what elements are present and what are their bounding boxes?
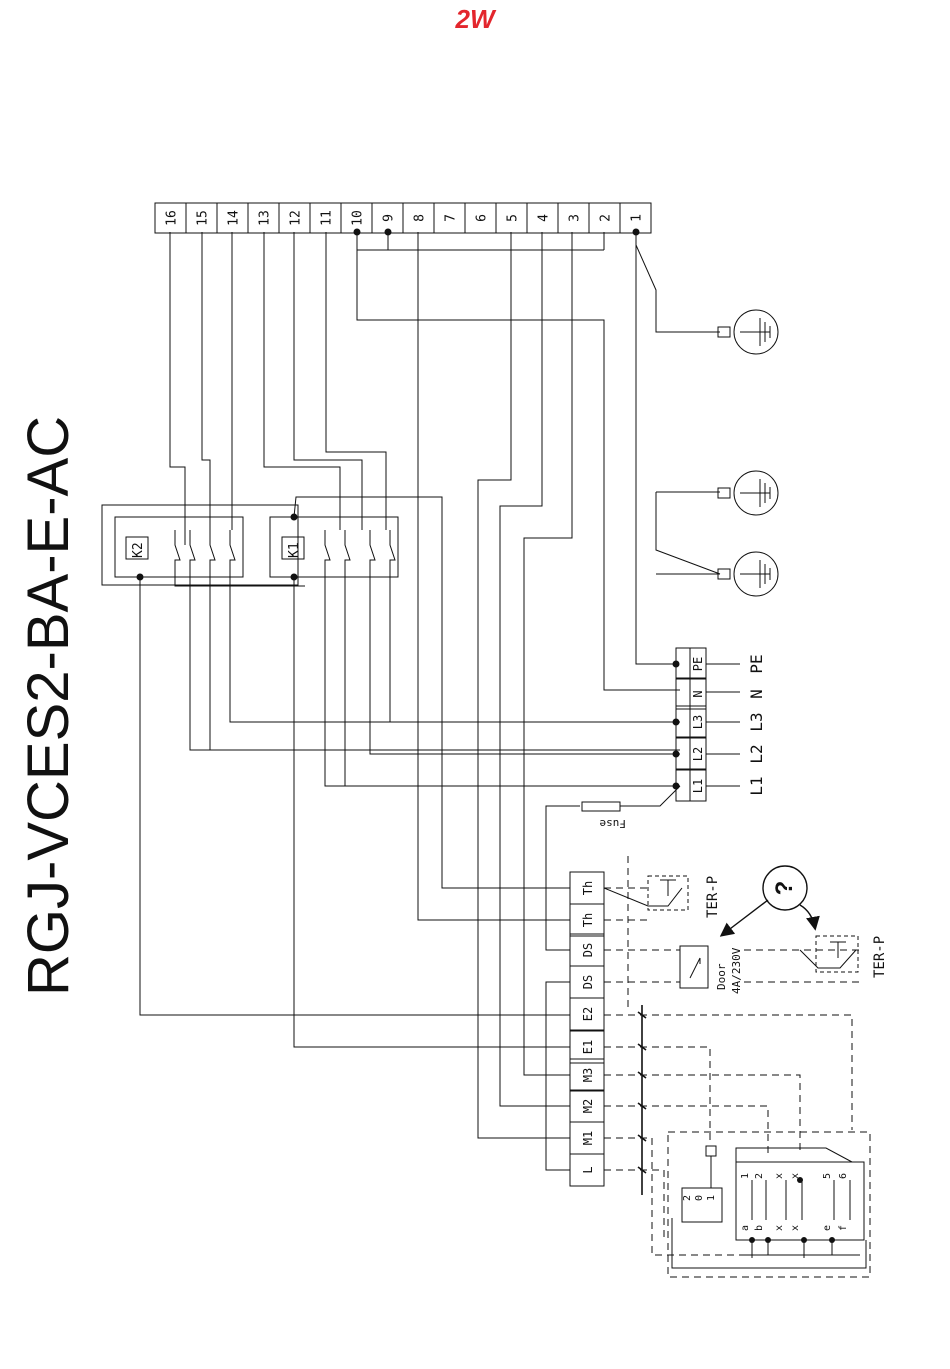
- relay-k1: K1: [282, 537, 304, 559]
- relay-k2-label: K2: [131, 542, 146, 558]
- terminal-number: 6: [475, 214, 490, 222]
- switch-bottom-label: x: [790, 1225, 801, 1231]
- terminal-number: 15: [196, 210, 211, 226]
- power-outer-label: PE: [747, 654, 766, 673]
- switch-selector-label: 1: [706, 1195, 717, 1201]
- ter-p-label-1: TER-P: [705, 876, 721, 918]
- thermal-protector-1: [604, 876, 688, 910]
- rotary-switch-dots: [749, 1177, 835, 1243]
- terminal-number: 8: [413, 214, 428, 222]
- thermal-protector-2: [800, 936, 858, 972]
- terminal-number: 2: [599, 214, 614, 222]
- switch-top-label: x: [790, 1173, 801, 1179]
- switch-top-label: 6: [838, 1173, 849, 1179]
- terminal-number: 4: [537, 214, 552, 222]
- power-outer-label: L1: [747, 776, 766, 795]
- question-callout: [722, 866, 815, 935]
- terminal-number: 13: [258, 210, 273, 226]
- switch-top-label: x: [774, 1173, 785, 1179]
- switch-bottom-label: f: [838, 1225, 849, 1231]
- switch-selector-label: 0: [694, 1195, 705, 1201]
- terminal-number: 16: [165, 210, 180, 226]
- earth-ground-1: [718, 310, 778, 354]
- terminal-number: 9: [382, 214, 397, 222]
- control-terminal-label: E2: [581, 1007, 595, 1021]
- ter-p-label-2: TER-P: [872, 936, 888, 978]
- power-terminal-label: N: [691, 690, 705, 697]
- brand-logo-digit: 2W: [455, 4, 497, 34]
- rotary-switch: [672, 1146, 866, 1268]
- control-terminal-label: Th: [581, 881, 595, 895]
- control-terminal-label: DS: [581, 975, 595, 989]
- switch-bottom-label: x: [774, 1225, 785, 1231]
- door-label: Door: [715, 963, 728, 990]
- power-terminal-label: L1: [691, 779, 705, 793]
- control-terminal-label: M2: [581, 1099, 595, 1113]
- power-terminal-label: L2: [691, 747, 705, 761]
- cut-marks: [638, 1005, 646, 1195]
- switch-top-label: 2: [754, 1173, 765, 1179]
- control-terminal-label: M3: [581, 1068, 595, 1082]
- switch-top-label: 1: [740, 1173, 751, 1179]
- terminal-number: 1: [630, 214, 645, 222]
- fuse-label: Fuse: [600, 817, 627, 830]
- switch-bottom-label: b: [754, 1225, 765, 1231]
- switch-top-label: 5: [822, 1173, 833, 1179]
- terminal-number: 3: [568, 214, 583, 222]
- terminal-number: 10: [351, 210, 366, 226]
- terminal-number: 5: [506, 214, 521, 222]
- door-rating: 4A/230V: [730, 947, 743, 994]
- wiring: [102, 232, 740, 1170]
- earth-ground-2: [718, 471, 778, 515]
- switch-bottom-label: a: [740, 1225, 751, 1231]
- power-outer-label: L3: [747, 712, 766, 731]
- power-terminal-label: L3: [691, 715, 705, 729]
- terminal-number: 14: [227, 210, 242, 226]
- control-terminal-label: E1: [581, 1040, 595, 1054]
- terminal-number: 7: [444, 214, 459, 222]
- control-terminal-label: M1: [581, 1131, 595, 1145]
- diagram-title: RGJ-VCES2-BA-E-AC: [16, 416, 81, 996]
- power-outer-label: N: [747, 689, 766, 699]
- power-outer-label: L2: [747, 744, 766, 763]
- power-terminal-label: PE: [691, 657, 705, 671]
- switch-selector-label: 2: [682, 1195, 693, 1201]
- switch-bottom-label: e: [822, 1225, 833, 1231]
- relay-k1-label: K1: [287, 542, 302, 558]
- control-terminal-label: DS: [581, 943, 595, 957]
- control-dashed-wiring: [604, 856, 870, 1277]
- terminal-number: 11: [320, 210, 335, 226]
- brand-logo: 2W: [455, 4, 497, 34]
- junction-dots: [137, 229, 680, 790]
- door-switch: [680, 946, 708, 988]
- terminal-strip: 16 15 14 13 12 11 10 9 8 7 6 5 4 3 2 1: [155, 203, 651, 233]
- control-terminal-label: L: [581, 1166, 595, 1173]
- control-terminal-label: Th: [581, 913, 595, 927]
- terminal-number: 12: [289, 210, 304, 226]
- question-mark: ?: [771, 881, 798, 896]
- earth-ground-3: [718, 552, 778, 596]
- relay-k2: K2: [126, 537, 148, 559]
